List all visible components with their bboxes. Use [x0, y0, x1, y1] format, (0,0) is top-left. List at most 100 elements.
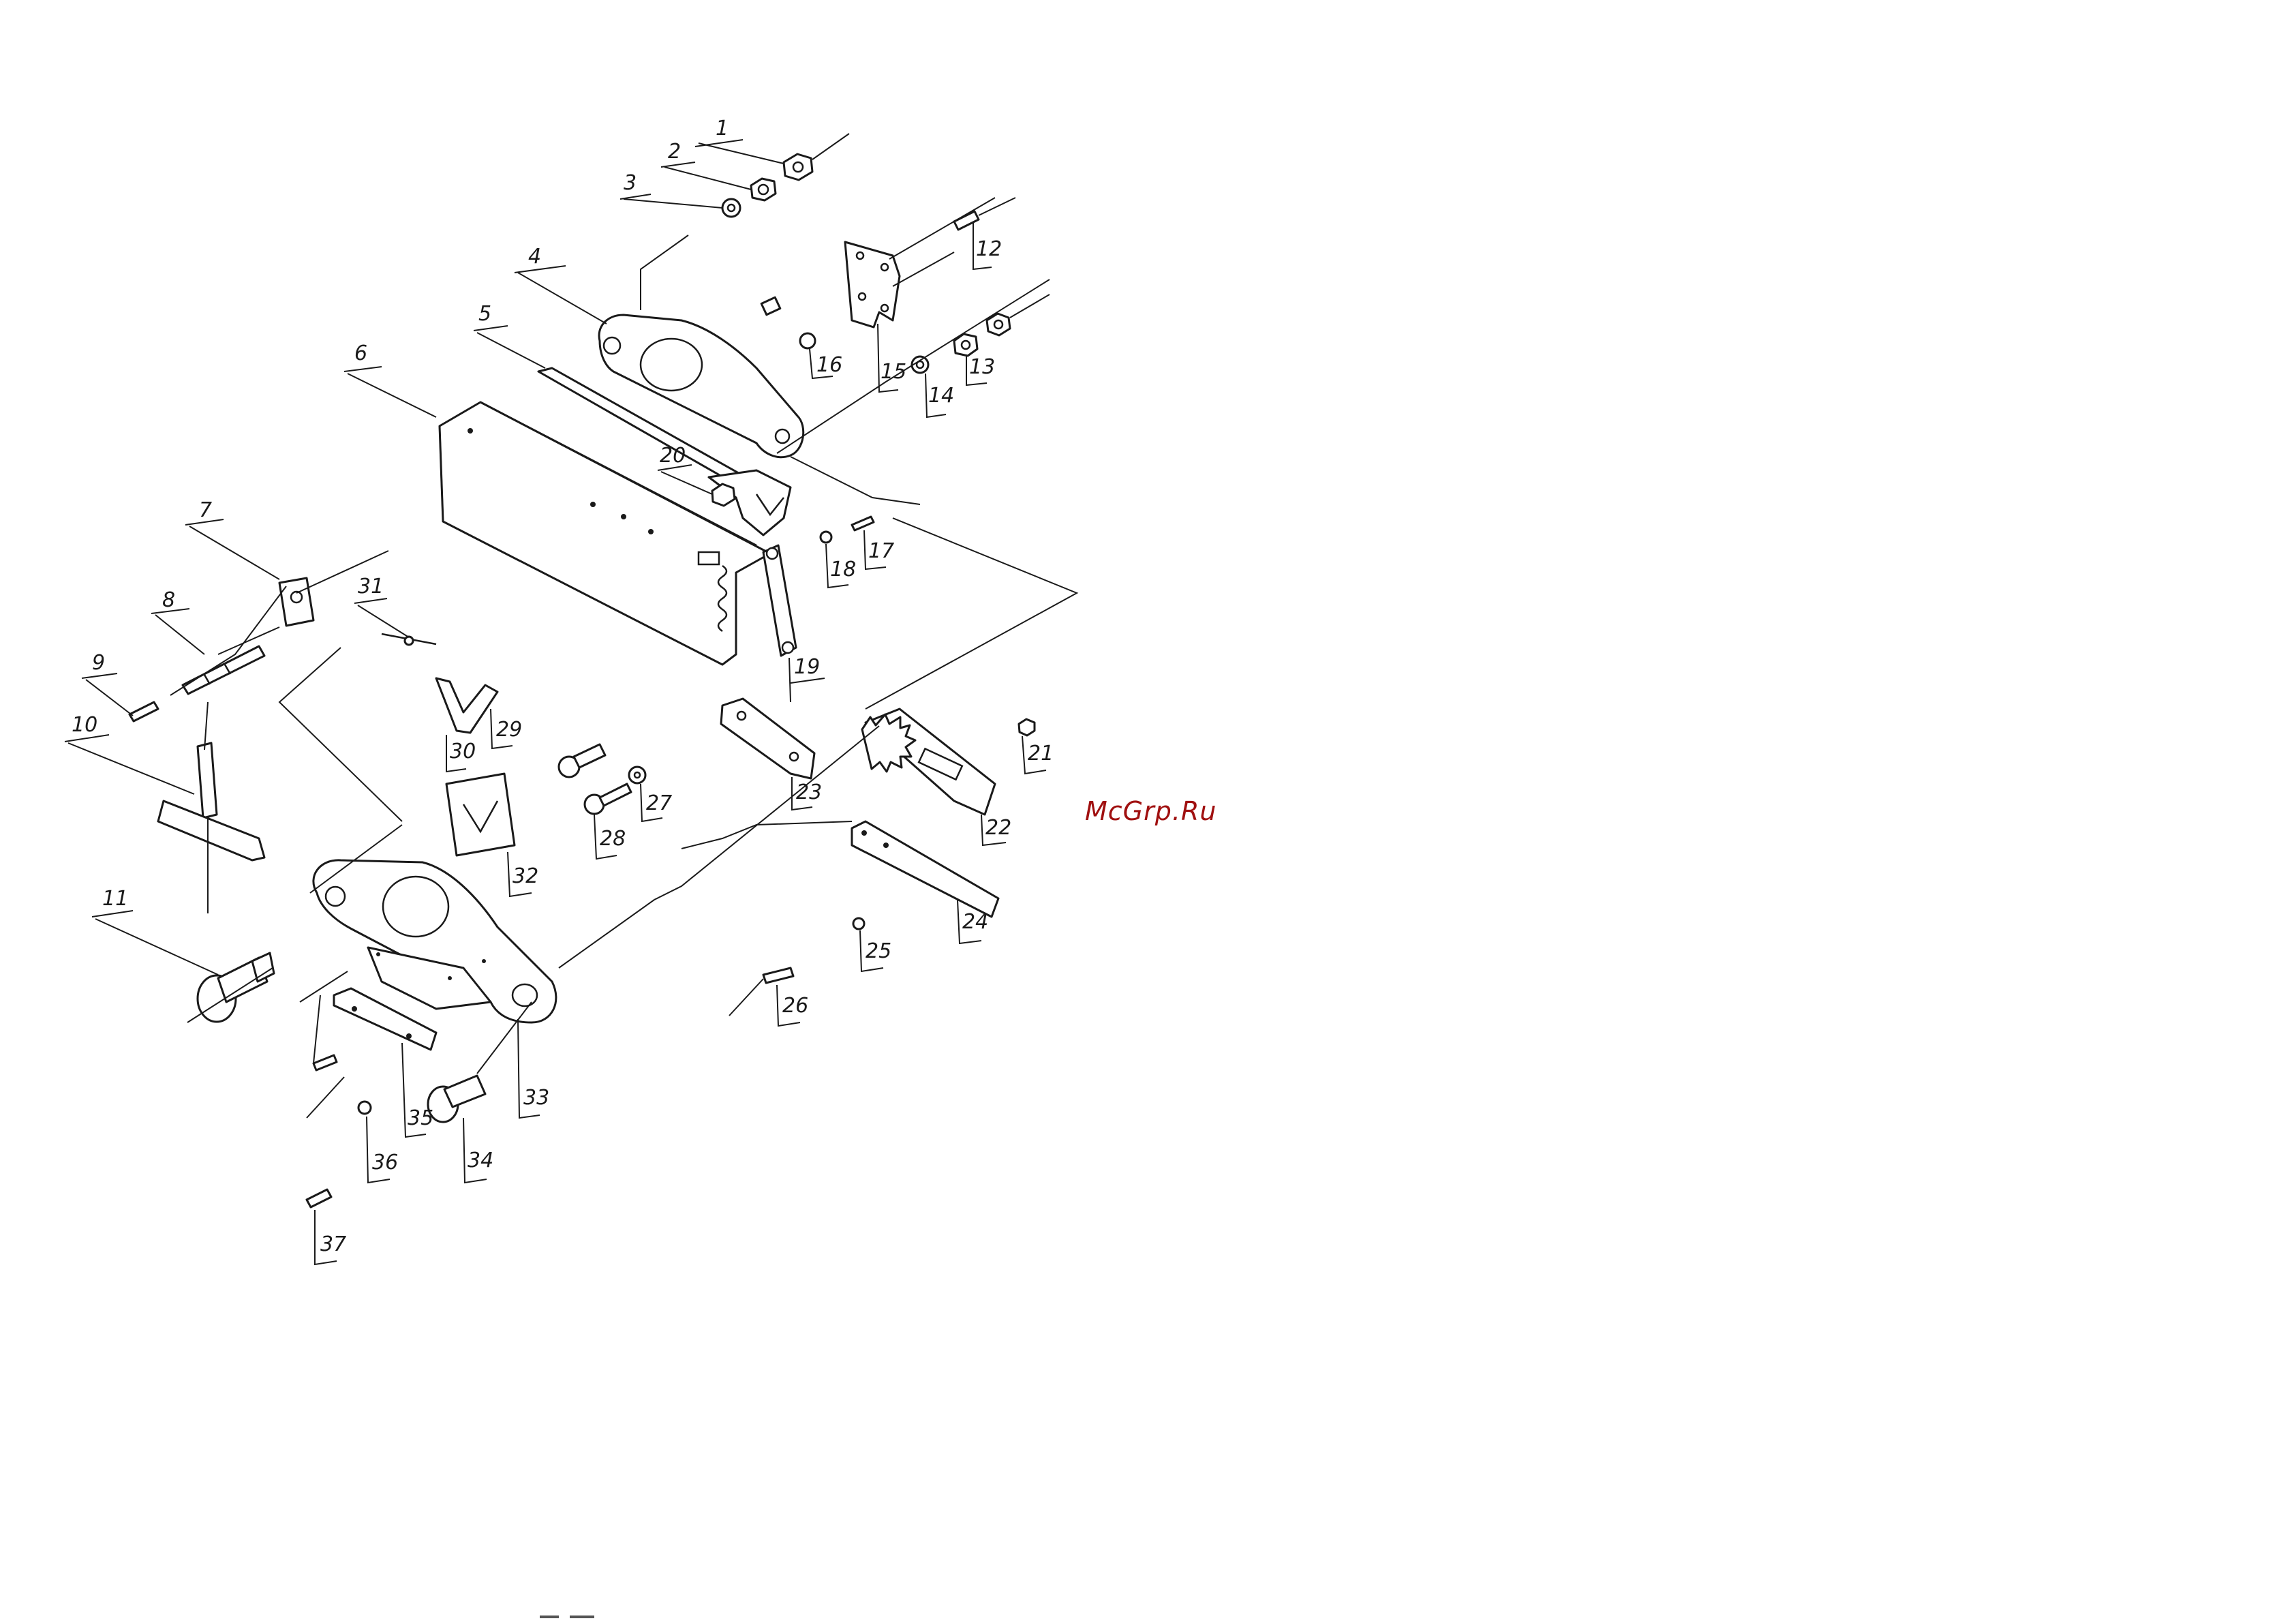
part-22-gear-bracket — [862, 709, 995, 815]
callout-14: 14 — [925, 374, 954, 417]
callout-label-28: 28 — [600, 827, 626, 851]
callout-label-34: 34 — [468, 1149, 493, 1172]
part-1-hex-nut — [784, 134, 849, 180]
part-21-nut — [1019, 719, 1035, 735]
callout-9: 9 — [82, 651, 133, 716]
footer-mark — [540, 1616, 559, 1618]
callout-17: 17 — [864, 530, 894, 569]
callout-25: 25 — [860, 930, 891, 971]
callout-29: 29 — [491, 709, 522, 748]
callout-label-25: 25 — [866, 939, 891, 963]
part-28-knob-screw — [585, 784, 631, 814]
callouts: 1 2 3 4 5 — [65, 117, 1054, 1264]
part-37-screw — [307, 1055, 337, 1207]
callout-label-13: 13 — [969, 355, 995, 379]
part-11-shoulder-bolt — [198, 953, 274, 1022]
callout-label-11: 11 — [102, 887, 128, 911]
part-20-nut — [712, 484, 735, 506]
callout-13: 13 — [966, 354, 995, 385]
part-32-square-plate — [446, 774, 515, 855]
part-27-nut — [629, 767, 645, 783]
callout-label-8: 8 — [162, 588, 175, 612]
callout-label-29: 29 — [496, 718, 522, 742]
callout-label-14: 14 — [928, 384, 954, 408]
callout-3: 3 — [620, 171, 722, 208]
callout-5: 5 — [474, 302, 545, 368]
part-16-spacer — [761, 297, 815, 348]
footer-marks — [540, 1616, 601, 1621]
part-13-nut — [954, 294, 1050, 356]
callout-label-27: 27 — [646, 791, 672, 815]
callout-label-18: 18 — [830, 558, 856, 581]
callout-10: 10 — [65, 713, 194, 794]
callout-label-32: 32 — [512, 864, 538, 888]
callout-34: 34 — [463, 1118, 493, 1183]
callout-23: 23 — [792, 777, 822, 810]
callout-15: 15 — [878, 324, 906, 392]
callout-36: 36 — [367, 1117, 398, 1183]
part-36-nut — [358, 1102, 371, 1114]
callout-label-17: 17 — [868, 539, 894, 563]
callout-label-26: 26 — [782, 994, 808, 1018]
part-31-pin — [382, 634, 436, 645]
callout-label-5: 5 — [478, 302, 491, 326]
part-24-flat-bar — [852, 821, 998, 917]
callout-label-31: 31 — [358, 575, 384, 598]
callout-label-12: 12 — [976, 237, 1002, 261]
callout-label-35: 35 — [408, 1106, 433, 1130]
callout-label-15: 15 — [881, 360, 906, 384]
callout-31: 31 — [354, 575, 409, 637]
callout-label-20: 20 — [660, 444, 686, 468]
part-9-roll-pin — [129, 702, 158, 721]
callout-label-22: 22 — [985, 816, 1011, 840]
callout-21: 21 — [1022, 736, 1054, 774]
callout-4: 4 — [515, 245, 607, 324]
callout-6: 6 — [344, 342, 436, 417]
callout-2: 2 — [661, 140, 751, 189]
callout-16: 16 — [810, 349, 842, 378]
part-19-link — [763, 545, 796, 656]
callout-22: 22 — [981, 815, 1011, 845]
callout-label-19: 19 — [794, 655, 820, 679]
callout-label-23: 23 — [796, 780, 822, 804]
callout-label-37: 37 — [320, 1232, 346, 1256]
callout-32: 32 — [508, 852, 538, 896]
callout-label-4: 4 — [528, 245, 541, 269]
part-17-screw — [852, 517, 874, 530]
callout-label-7: 7 — [199, 498, 212, 522]
callout-label-9: 9 — [92, 651, 105, 675]
callout-label-1: 1 — [716, 117, 729, 140]
callout-28: 28 — [594, 815, 626, 859]
callout-33: 33 — [518, 1019, 549, 1118]
callout-1: 1 — [695, 117, 784, 164]
callout-18: 18 — [826, 544, 856, 588]
callout-label-2: 2 — [668, 140, 681, 164]
part-12-screw — [954, 198, 1015, 230]
part-29-bolt — [559, 744, 605, 777]
callout-7: 7 — [185, 498, 279, 579]
part-3-bushing — [722, 199, 740, 217]
part-30-clip — [436, 678, 498, 733]
part-10-t-handle — [158, 743, 264, 860]
callout-label-10: 10 — [72, 713, 97, 737]
callout-20: 20 — [658, 444, 712, 494]
callout-30: 30 — [446, 735, 476, 772]
footer-mark — [570, 1616, 594, 1618]
part-2-washer — [751, 179, 776, 200]
callout-label-30: 30 — [450, 740, 476, 763]
part-23-flat-bar — [721, 699, 814, 778]
callout-label-24: 24 — [962, 910, 988, 934]
callout-8: 8 — [151, 588, 204, 654]
callout-11: 11 — [92, 887, 218, 975]
callout-27: 27 — [641, 784, 672, 821]
part-8-pin — [183, 646, 264, 694]
part-34-bolt — [428, 1076, 485, 1122]
part-6-main-block — [440, 402, 770, 665]
part-18-washer — [821, 532, 831, 543]
callout-12: 12 — [973, 222, 1002, 269]
callout-26: 26 — [777, 985, 808, 1026]
part-25-screw — [853, 918, 864, 929]
part-7-small-block — [279, 578, 313, 626]
callout-37: 37 — [315, 1210, 346, 1264]
